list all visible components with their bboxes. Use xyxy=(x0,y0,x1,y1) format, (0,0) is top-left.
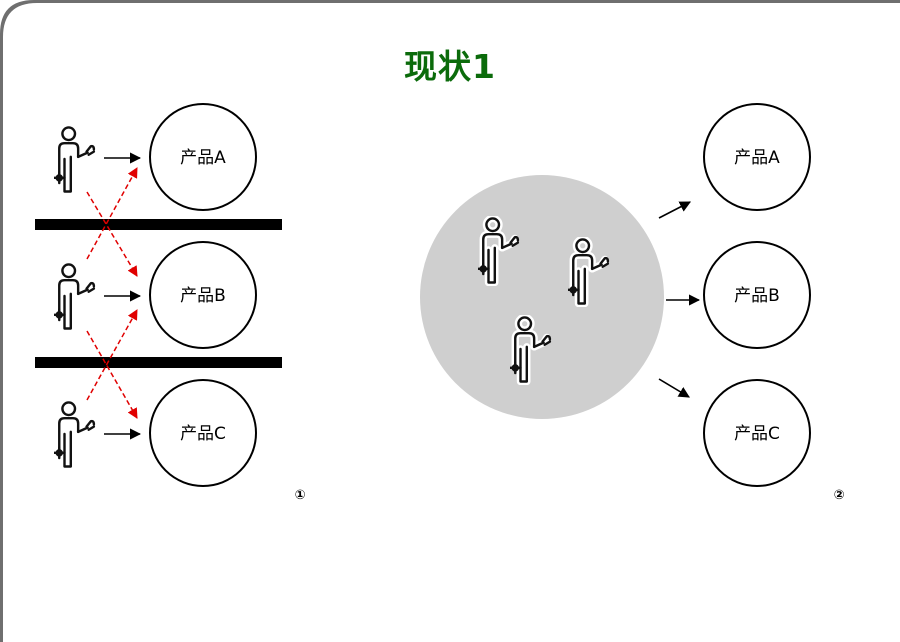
panel-marker-1: ① xyxy=(294,488,305,503)
divider-bar-bottom xyxy=(35,357,282,368)
worker-pool-circle xyxy=(420,175,664,419)
product-circle-b: 产品B xyxy=(149,241,257,349)
product-label: 产品A xyxy=(734,148,780,168)
cross-arrow-b-to-a xyxy=(86,167,138,260)
divider-bar-top xyxy=(35,219,282,230)
product-label: 产品B xyxy=(180,286,226,306)
cross-arrow-a-to-b xyxy=(86,191,138,277)
product-circle-a: 产品A xyxy=(149,103,257,211)
cross-arrow-c-to-b xyxy=(86,309,138,401)
product-circle-a: 产品A xyxy=(703,103,811,211)
product-circle-b: 产品B xyxy=(703,241,811,349)
product-label: 产品B xyxy=(734,286,780,306)
pool-arrow-c xyxy=(658,378,690,398)
right-panel: 产品A 产品B 产品C ② xyxy=(420,103,845,503)
cross-arrow-b-to-c xyxy=(86,330,138,419)
product-circle-c: 产品C xyxy=(149,379,257,487)
product-label: 产品A xyxy=(180,148,226,168)
product-label: 产品C xyxy=(180,424,226,444)
worker-with-wrench-icon xyxy=(54,402,94,466)
worker-with-wrench-icon xyxy=(54,127,94,191)
slide-title: 现状1 xyxy=(404,47,496,86)
left-panel: 产品A 产品B 产品C ① xyxy=(35,103,306,503)
pool-arrow-a xyxy=(658,201,691,219)
worker-with-wrench-icon xyxy=(54,264,94,328)
product-circle-c: 产品C xyxy=(703,379,811,487)
product-label: 产品C xyxy=(734,424,780,444)
panel-marker-2: ② xyxy=(833,488,844,503)
